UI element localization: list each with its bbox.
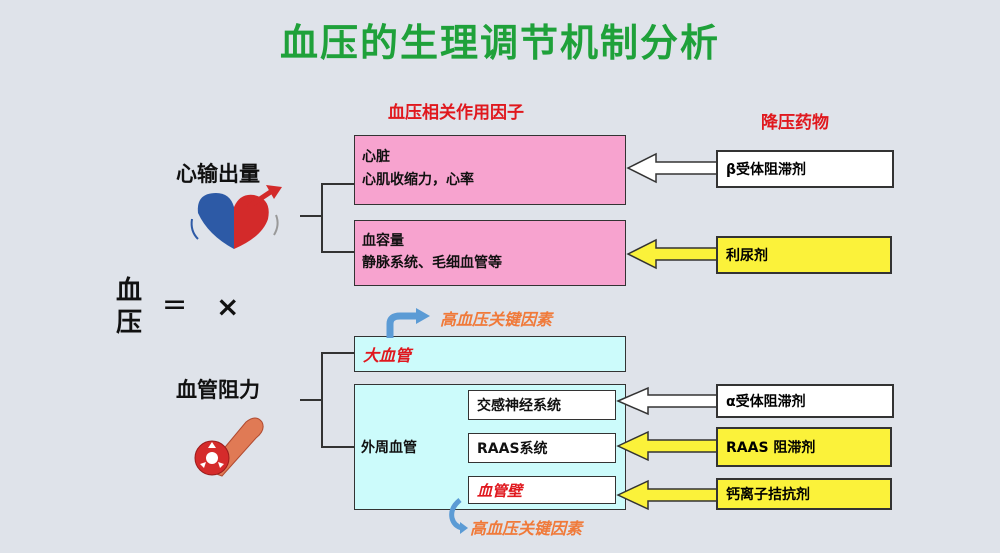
factors-header: 血压相关作用因子 xyxy=(388,103,524,123)
equals-sign: = xyxy=(162,287,188,322)
arrow-raas-icon xyxy=(616,430,719,462)
arrow-diuretic-icon xyxy=(626,238,719,270)
arrow-calcium-icon xyxy=(616,479,719,511)
key-factor-arrow-top-icon xyxy=(386,308,430,338)
blood-volume-box: 血容量 静脉系统、毛细血管等 xyxy=(354,220,626,286)
multiply-sign: × xyxy=(216,290,240,323)
blood-volume-desc: 静脉系统、毛细血管等 xyxy=(362,255,502,271)
vascular-resistance-label: 血管阻力 xyxy=(176,378,260,402)
heart-factor-box: 心脏 心肌收缩力，心率 xyxy=(354,135,626,205)
key-factor-bottom-label: 高血压关键因素 xyxy=(470,519,583,538)
vessel-wall-box: 血管壁 xyxy=(468,476,616,504)
large-vessel-label: 大血管 xyxy=(363,346,412,365)
blood-vessel-icon xyxy=(194,417,264,477)
large-vessel-box: 大血管 xyxy=(354,336,626,372)
key-factor-arrow-bottom-icon xyxy=(449,498,468,534)
drug-calcium-antagonist: 钙离子拮抗剂 xyxy=(716,478,892,510)
drug-diuretic: 利尿剂 xyxy=(716,236,892,274)
blood-pressure-label: 血压 xyxy=(116,276,143,338)
heart-icon xyxy=(190,185,282,249)
heart-factor-desc: 心肌收缩力，心率 xyxy=(362,172,474,188)
drug-beta-blocker: β受体阻滞剂 xyxy=(716,150,894,188)
key-factor-top-label: 高血压关键因素 xyxy=(440,310,553,329)
sympathetic-system-box: 交感神经系统 xyxy=(468,390,616,420)
arrow-alpha-icon xyxy=(616,386,719,416)
page-title: 血压的生理调节机制分析 xyxy=(279,21,720,65)
raas-system-box: RAAS系统 xyxy=(468,433,616,463)
heart-factor-title: 心脏 xyxy=(362,149,390,165)
cardiac-output-label: 心输出量 xyxy=(176,162,260,186)
drug-raas-blocker: RAAS 阻滞剂 xyxy=(716,427,892,467)
peripheral-vessel-label: 外周血管 xyxy=(361,440,417,456)
drugs-header: 降压药物 xyxy=(761,113,829,133)
drug-alpha-blocker: α受体阻滞剂 xyxy=(716,384,894,418)
blood-volume-title: 血容量 xyxy=(362,233,404,249)
arrow-beta-icon xyxy=(626,152,719,184)
